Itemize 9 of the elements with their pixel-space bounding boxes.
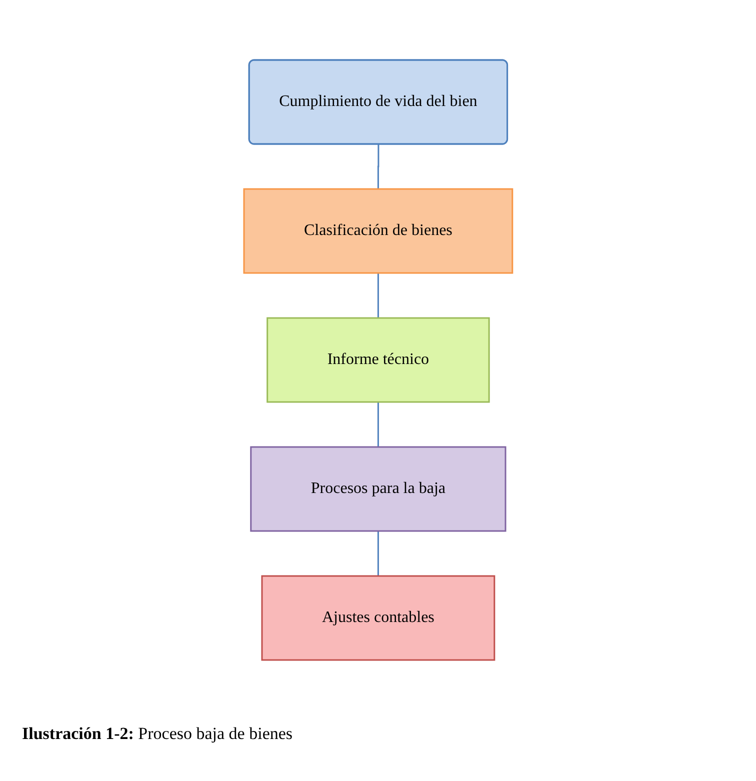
node-box: Ajustes contables [261, 575, 495, 661]
connector [377, 530, 379, 577]
figure-caption: Ilustración 1-2: Proceso baja de bienes [21, 723, 294, 745]
node-box: Informe técnico [266, 317, 490, 403]
connector [377, 401, 379, 448]
connector [377, 144, 380, 190]
node-box: Procesos para la baja [250, 446, 506, 532]
node-box: Clasificación de bienes [243, 188, 513, 274]
connector [377, 272, 379, 319]
